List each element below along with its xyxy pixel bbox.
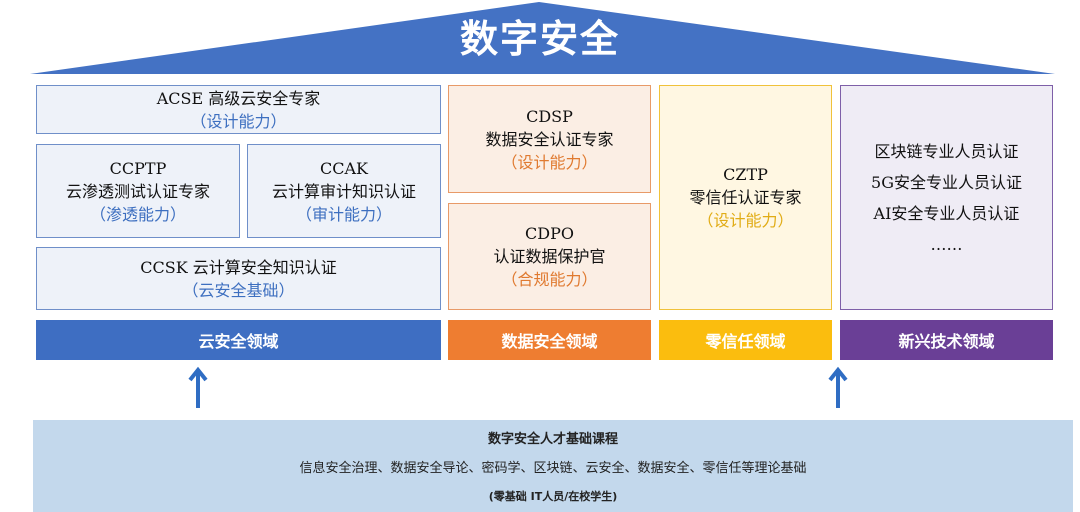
cert-capability: （审计能力）	[295, 204, 392, 224]
emerging-item: ……	[930, 234, 963, 254]
cert-code: CCAK	[320, 158, 368, 178]
domain-bar-zero-trust: 零信任领域	[659, 320, 832, 360]
cert-name: ACSE 高级云安全专家	[156, 88, 321, 108]
cert-card-cztp: CZTP 零信任认证专家 （设计能力）	[659, 85, 832, 310]
cert-capability: （设计能力）	[190, 111, 287, 131]
cert-name: 云计算审计知识认证	[271, 181, 416, 201]
foundation-description: 信息安全治理、数据安全导论、密码学、区块链、云安全、数据安全、零信任等理论基础	[299, 461, 807, 476]
cert-card-ccsk: CCSK 云计算安全知识认证 （云安全基础）	[36, 247, 441, 310]
arrow-up-icon	[188, 366, 208, 408]
cert-card-acse: ACSE 高级云安全专家 （设计能力）	[36, 85, 441, 134]
cert-name: 数据安全认证专家	[485, 129, 614, 149]
domain-bar-data-security: 数据安全领域	[448, 320, 651, 360]
emerging-item: 5G安全专业人员认证	[871, 172, 1022, 192]
cert-capability: （设计能力）	[697, 211, 794, 230]
emerging-item: AI安全专业人员认证	[873, 203, 1020, 223]
domain-bar-emerging-tech: 新兴技术领域	[840, 320, 1053, 360]
cert-card-cdpo: CDPO 认证数据保护官 （合规能力）	[448, 203, 651, 310]
roof-banner	[30, 2, 1055, 74]
cert-capability: （云安全基础）	[182, 280, 295, 300]
cert-card-cdsp: CDSP 数据安全认证专家 （设计能力）	[448, 85, 651, 193]
cert-capability: （设计能力）	[501, 152, 598, 172]
cert-capability: （合规能力）	[501, 270, 598, 289]
cert-name: 零信任认证专家	[689, 188, 802, 207]
cert-code: CZTP	[723, 165, 768, 184]
foundation-course-panel: 数字安全人才基础课程 信息安全治理、数据安全导论、密码学、区块链、云安全、数据安…	[33, 420, 1073, 512]
cert-code: CCPTP	[109, 158, 167, 178]
cert-code: CDSP	[526, 106, 573, 126]
foundation-title: 数字安全人才基础课程	[487, 432, 618, 447]
cert-name: 云渗透测试认证专家	[65, 181, 210, 201]
cert-name: 认证数据保护官	[493, 247, 606, 266]
foundation-audience: (零基础 IT人员/在校学生)	[488, 490, 618, 503]
cert-capability: （渗透能力）	[89, 204, 186, 224]
domain-bar-cloud: 云安全领域	[36, 320, 441, 360]
arrow-up-icon	[828, 366, 848, 408]
page-title: 数字安全	[459, 17, 620, 61]
cert-card-ccptp: CCPTP 云渗透测试认证专家 （渗透能力）	[36, 144, 240, 238]
cert-card-emerging: 区块链专业人员认证 5G安全专业人员认证 AI安全专业人员认证 ……	[840, 85, 1053, 310]
cert-code: CDPO	[525, 224, 574, 243]
emerging-item: 区块链专业人员认证	[874, 141, 1019, 161]
cert-name: CCSK 云计算安全知识认证	[140, 257, 337, 277]
cert-card-ccak: CCAK 云计算审计知识认证 （审计能力）	[247, 144, 441, 238]
